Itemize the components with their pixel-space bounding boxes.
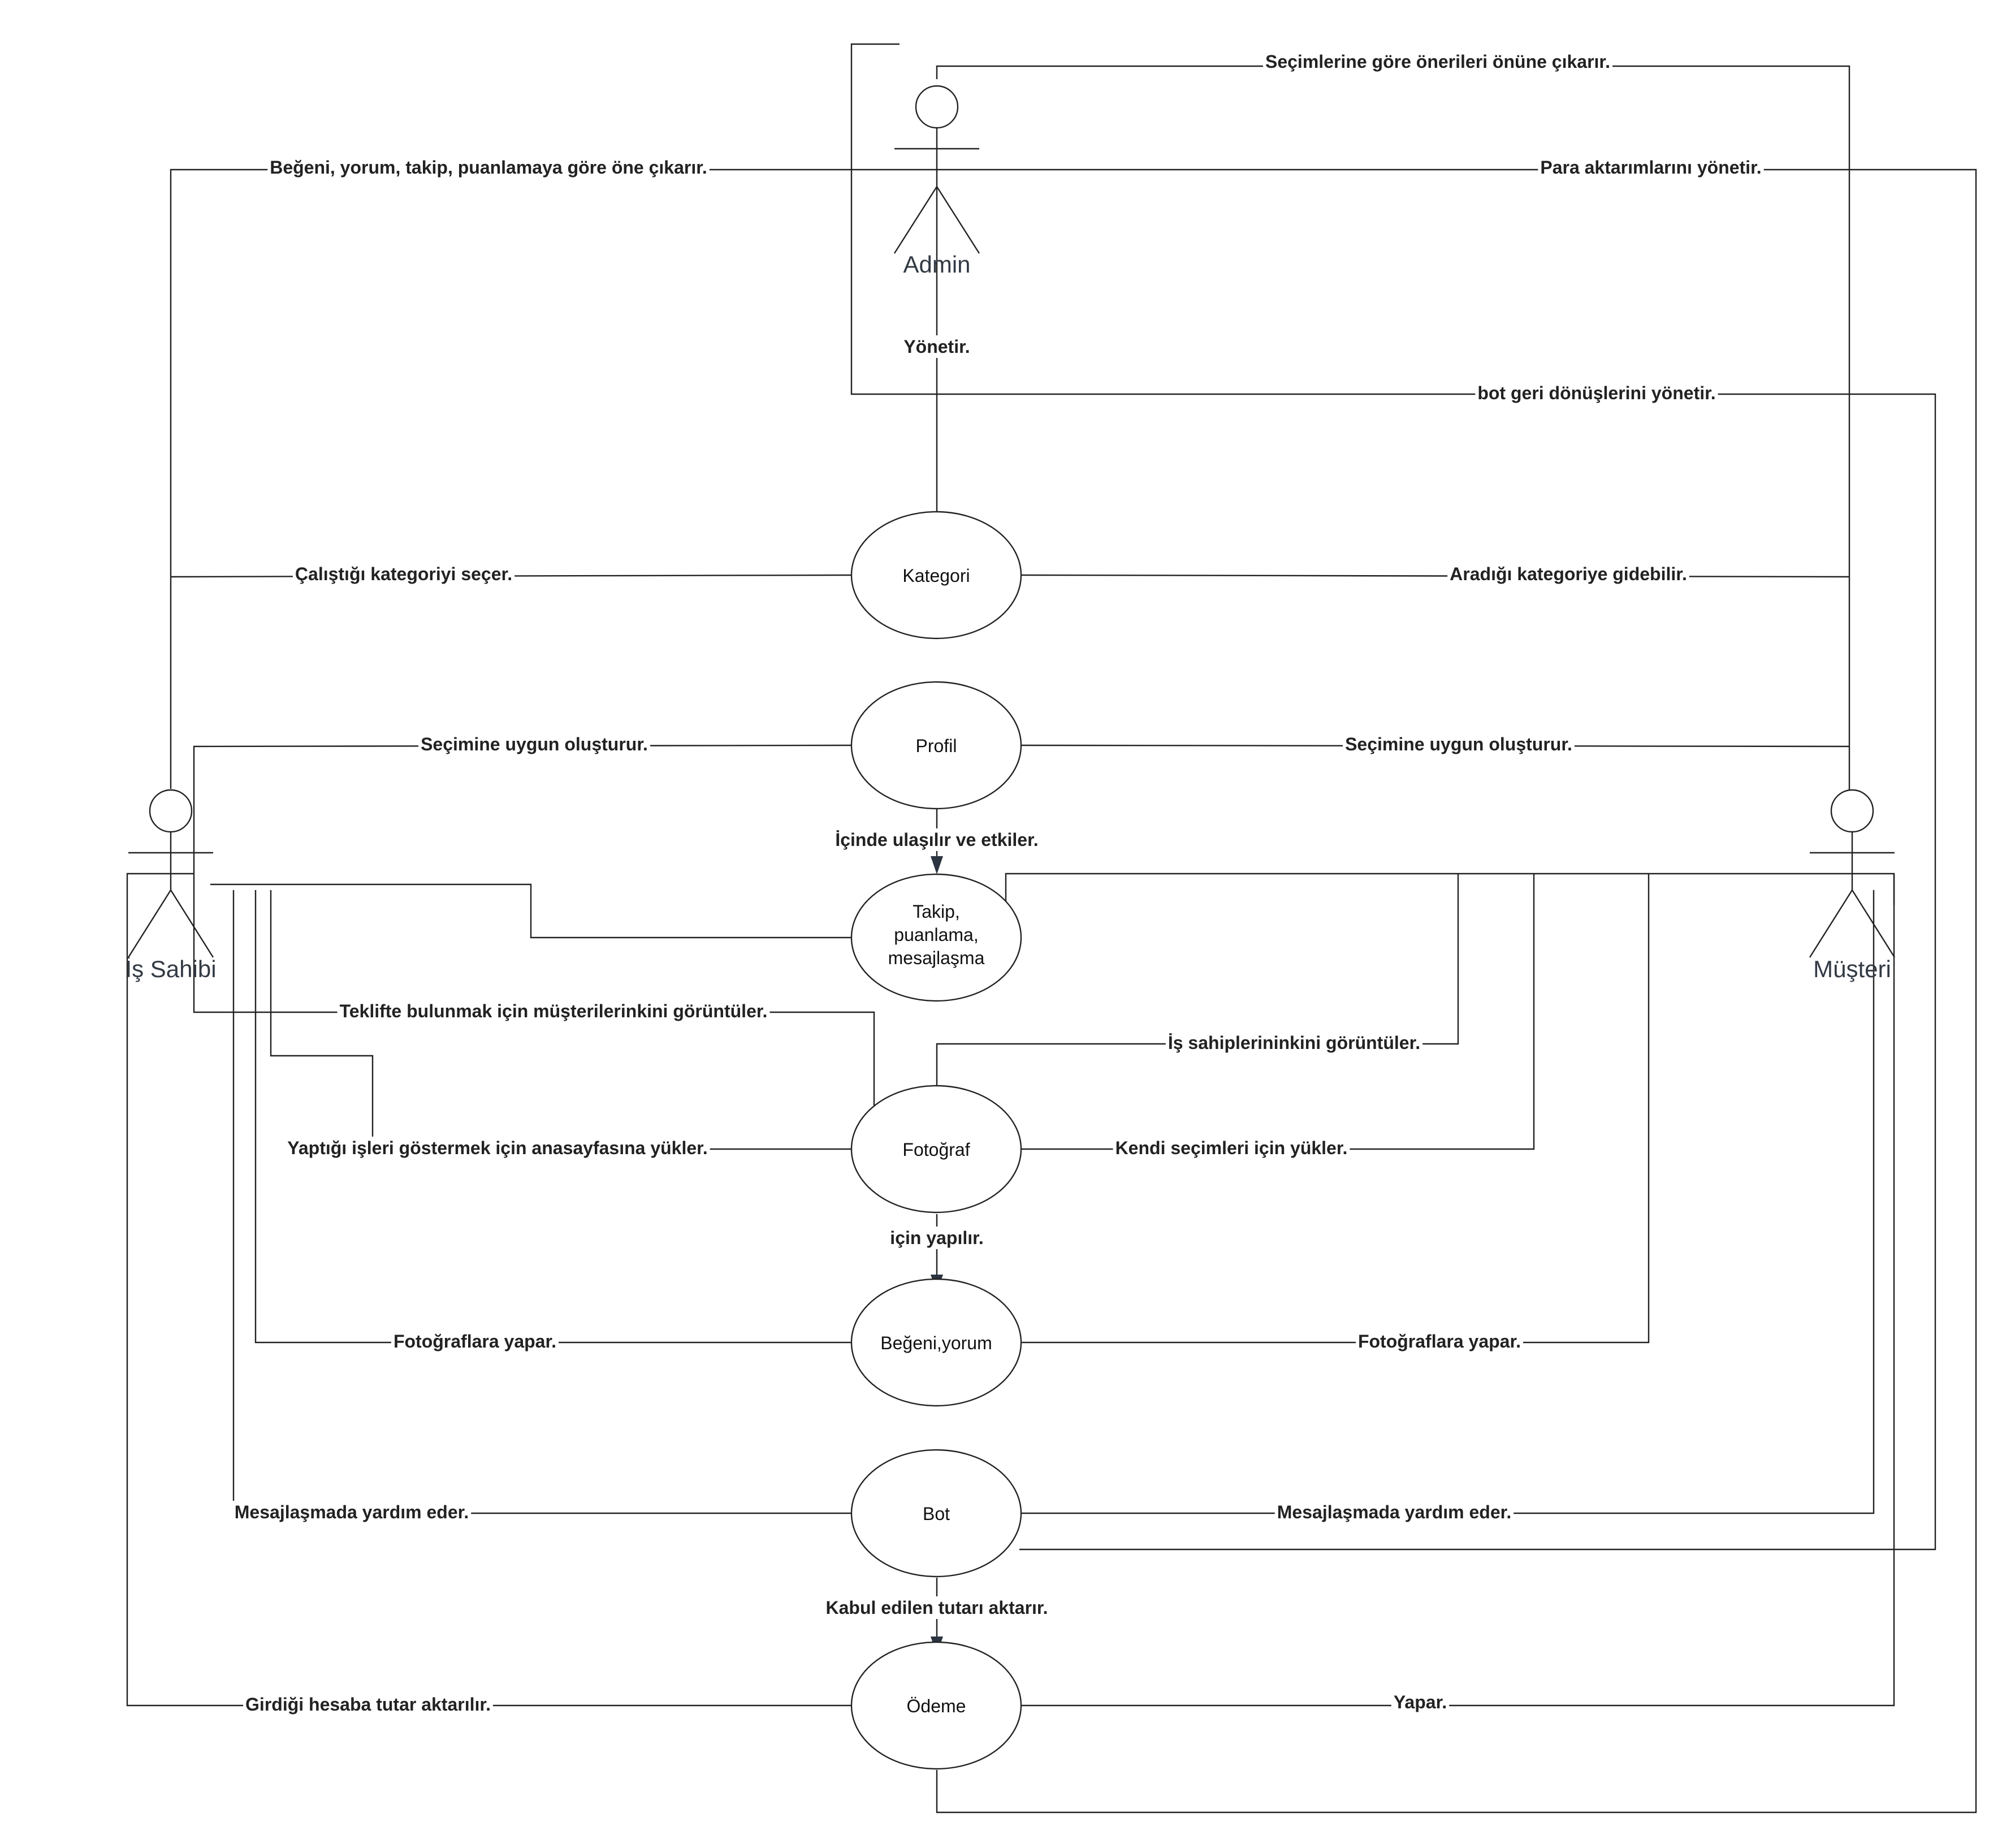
- edge-label-e16: Fotoğraflara yapar.: [394, 1331, 556, 1352]
- usecase-fotograf-label: Fotoğraf: [902, 1139, 970, 1160]
- edge-issahibi-odeme[interactable]: [126, 873, 851, 1707]
- edge-label-e19: Mesajlaşmada yardım eder.: [1277, 1502, 1511, 1522]
- edge-label-e02: Beğeni, yorum, takip, puanlamaya göre ön…: [270, 157, 707, 178]
- edge-begeni-musteri[interactable]: [1021, 874, 1650, 1344]
- edge-label-bg: [243, 1693, 493, 1716]
- edge-issahibi-fotograf-teklif[interactable]: [193, 871, 875, 1106]
- usecase-takip[interactable]: Takip, puanlama, mesajlaşma: [850, 873, 1022, 1002]
- usecase-profil-label: Profil: [916, 736, 957, 756]
- actor-is-sahibi-name: İş Sahibi: [125, 956, 216, 982]
- usecase-kategori-label: Kategori: [902, 565, 970, 586]
- usecase-bot[interactable]: Bot: [850, 1449, 1022, 1578]
- actor-admin[interactable]: Admin: [893, 85, 980, 278]
- usecase-kategori[interactable]: Kategori: [850, 511, 1022, 640]
- usecase-takip-label-1: Takip,: [913, 901, 960, 922]
- edge-label-bg: [337, 1000, 770, 1022]
- edge-label-e04: Yönetir.: [903, 336, 970, 357]
- edge-label-e22: Yapar.: [1394, 1692, 1447, 1712]
- edge-label-bg: [232, 1501, 472, 1523]
- arrowhead-takip: [931, 856, 943, 874]
- usecase-odeme[interactable]: Ödeme: [850, 1641, 1022, 1770]
- edge-label-e18: Mesajlaşmada yardım eder.: [235, 1502, 469, 1522]
- edge-label-e15: için yapılır.: [890, 1228, 983, 1248]
- usecase-takip-label-2: puanlama,: [894, 925, 978, 945]
- edge-label-bg: [1165, 1031, 1423, 1054]
- edge-label-bg: [1391, 1691, 1450, 1713]
- edge-label-e06: Çalıştığı kategoriyi seçer.: [295, 564, 512, 584]
- edge-label-bg: [1343, 733, 1575, 755]
- edge-label-e13: Yaptığı işleri göstermek için anasayfası…: [287, 1138, 707, 1158]
- edge-label-bg: [901, 335, 972, 358]
- usecase-begeni-label: Beğeni,yorum: [880, 1333, 992, 1353]
- edge-takip-musteri[interactable]: [1005, 873, 1895, 905]
- edge-label-e01: Seçimlerine göre önerileri önüne çıkarır…: [1265, 51, 1610, 72]
- edge-issahibi-takip[interactable]: [210, 883, 851, 939]
- edge-label-e03: Para aktarımlarını yönetir.: [1540, 157, 1761, 178]
- edge-label-bg: [418, 733, 650, 755]
- edge-label-e12: İş sahiplerininkini görüntüler.: [1168, 1033, 1420, 1053]
- actor-admin-name: Admin: [903, 251, 970, 278]
- edge-issahibi-begeni[interactable]: [254, 890, 851, 1344]
- edge-label-e05: bot geri dönüşlerini yönetir.: [1477, 383, 1715, 403]
- usecase-takip-label-3: mesajlaşma: [888, 948, 985, 968]
- edge-label-bg: [1538, 156, 1764, 179]
- edge-label-bg: [267, 156, 710, 179]
- edge-label-e17: Fotoğraflara yapar.: [1358, 1331, 1521, 1352]
- edge-fotograf-musteri-yukler[interactable]: [1021, 874, 1535, 1150]
- edge-label-bg: [391, 1330, 559, 1353]
- edge-label-bg: [888, 1227, 986, 1249]
- edge-label-bg: [285, 1137, 710, 1159]
- edge-labels: Seçimlerine göre önerileri önüne çıkarır…: [232, 50, 1764, 1716]
- edge-admin-bot-donus[interactable]: [850, 43, 1936, 1551]
- edge-odeme-musteri[interactable]: [1021, 874, 1895, 1707]
- edge-label-bg: [1262, 50, 1613, 73]
- usecase-profil[interactable]: Profil: [850, 681, 1022, 810]
- edge-issahibi-bot[interactable]: [232, 890, 851, 1514]
- edge-label-e11: Teklifte bulunmak için müşterilerinkini …: [340, 1001, 768, 1021]
- edge-label-bg: [1355, 1330, 1524, 1353]
- edge-label-e20: Kabul edilen tutarı aktarır.: [826, 1597, 1048, 1618]
- actor-musteri-name: Müşteri: [1813, 956, 1891, 982]
- edge-issahibi-top-route[interactable]: [170, 169, 1977, 1814]
- usecase-bot-label: Bot: [923, 1504, 950, 1524]
- edge-label-e10: İçinde ulaşılır ve etkiler.: [835, 830, 1038, 850]
- edge-label-e14: Kendi seçimleri için yükler.: [1115, 1138, 1348, 1158]
- actor-musteri[interactable]: Müşteri: [1809, 789, 1896, 982]
- edge-label-e08: Seçimine uygun oluşturur.: [421, 734, 648, 754]
- actor-is-sahibi[interactable]: İş Sahibi: [125, 789, 217, 982]
- edge-label-bg: [1447, 563, 1689, 585]
- edge-label-bg: [1274, 1501, 1514, 1523]
- edge-label-bg: [823, 1596, 1050, 1619]
- edge-label-e07: Aradığı kategoriye gidebilir.: [1450, 564, 1687, 584]
- usecase-begeni[interactable]: Beğeni,yorum: [850, 1278, 1022, 1407]
- edge-issahibi-profil[interactable]: [193, 744, 852, 871]
- edge-label-bg: [1113, 1137, 1350, 1159]
- connectors: [126, 43, 1977, 1814]
- edge-label-e21: Girdiği hesaba tutar aktarılır.: [245, 1694, 491, 1715]
- edge-label-bg: [833, 828, 1041, 851]
- usecase-odeme-label: Ödeme: [907, 1696, 966, 1716]
- edge-label-bg: [1475, 382, 1718, 404]
- edge-label-bg: [292, 563, 515, 585]
- usecase-fotograf[interactable]: Fotoğraf: [850, 1085, 1022, 1214]
- edge-fotograf-musteri-goruntuler[interactable]: [936, 874, 1459, 1089]
- edge-kategori-musteri[interactable]: [1021, 574, 1850, 578]
- edge-bot-musteri[interactable]: [1021, 890, 1875, 1514]
- edge-label-e09: Seçimine uygun oluşturur.: [1345, 734, 1572, 754]
